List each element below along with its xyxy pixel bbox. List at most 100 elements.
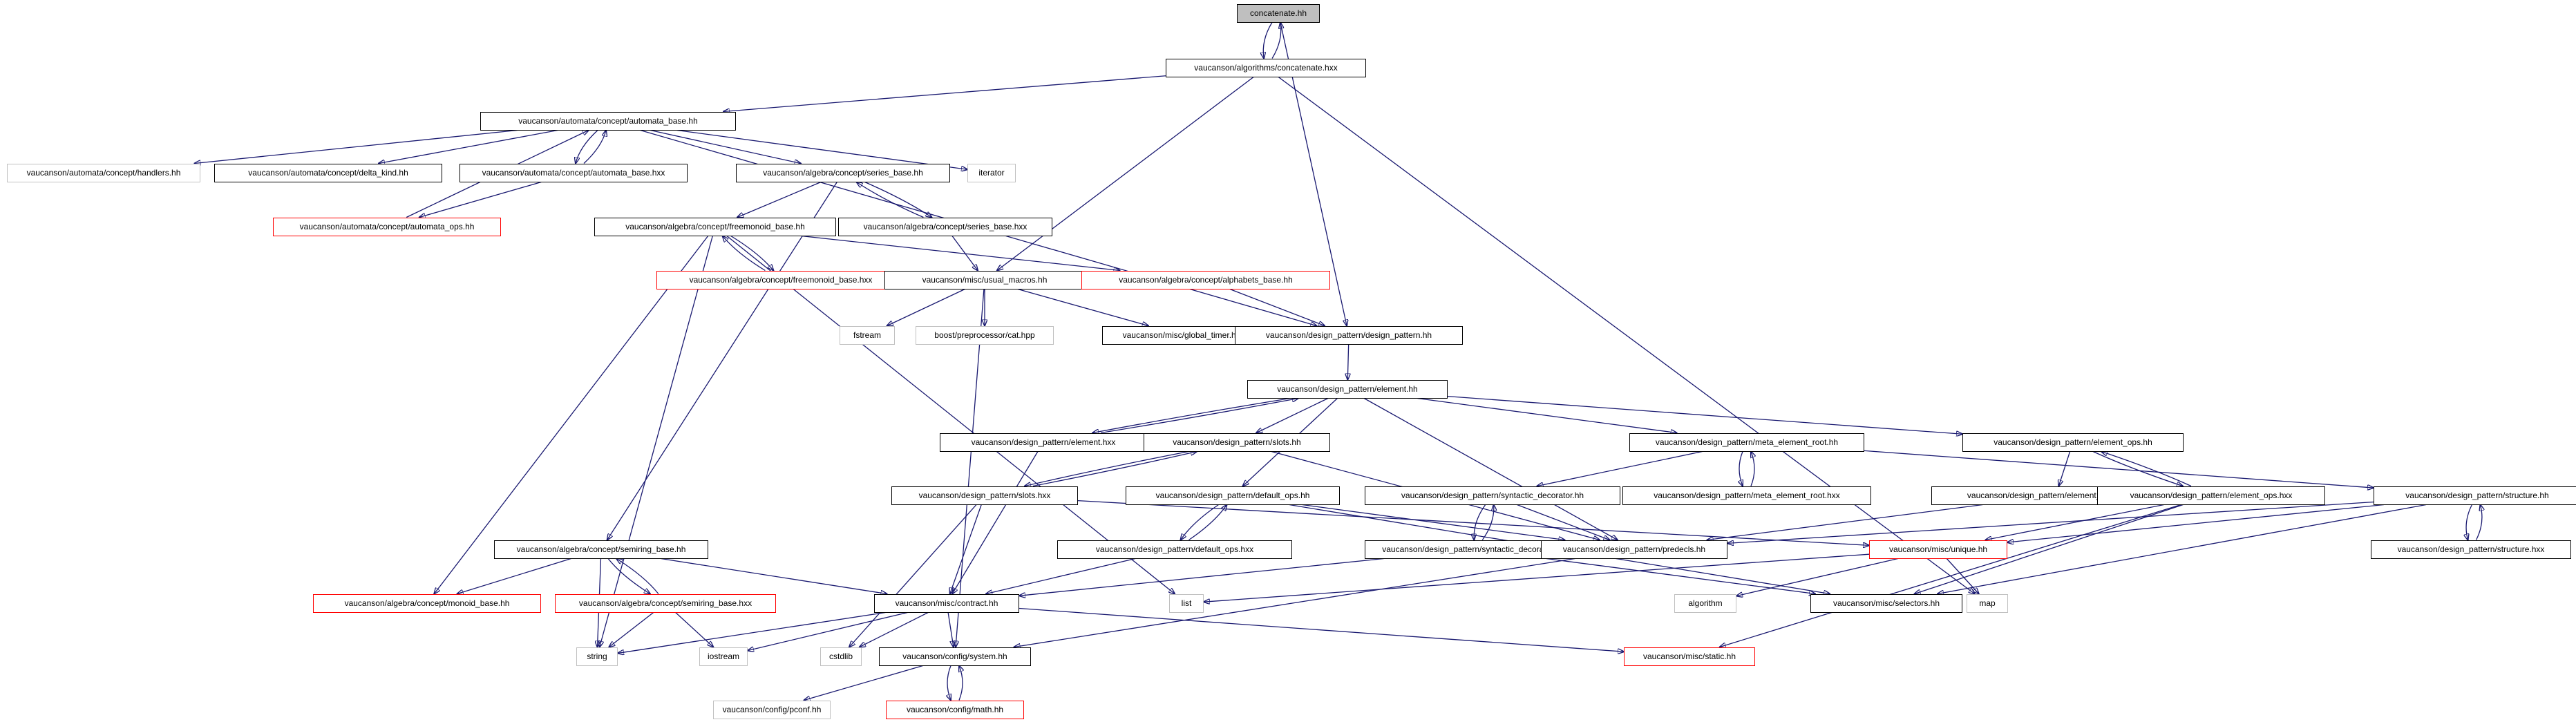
edge-n6-n9 bbox=[737, 181, 822, 218]
edge-n2-n4 bbox=[379, 129, 558, 164]
edge-n37-n43 bbox=[609, 611, 654, 647]
edge-n20-n23 bbox=[1025, 450, 1189, 486]
edge-n32-n25 bbox=[1481, 505, 1494, 540]
edge-n34-n42 bbox=[1946, 558, 1978, 594]
node-vaucanson-misc-global-timer-hh[interactable]: vaucanson/misc/global_timer.hh bbox=[1102, 325, 1261, 345]
edge-n9-n11 bbox=[730, 235, 774, 271]
edge-n1-n2 bbox=[723, 75, 1166, 112]
edge-n29-n34 bbox=[2007, 504, 2385, 543]
node-vaucanson-automata-concept-automata-ops-hh[interactable]: vaucanson/automata/concept/automata_ops.… bbox=[273, 217, 501, 236]
node-vaucanson-automata-concept-handlers-hh: vaucanson/automata/concept/handlers.hh bbox=[7, 163, 200, 182]
edge-n35-n29 bbox=[2475, 505, 2482, 540]
node-vaucanson-automata-concept-automata-base-hxx[interactable]: vaucanson/automata/concept/automata_base… bbox=[460, 163, 688, 182]
node-map: map bbox=[1967, 593, 2008, 613]
node-vaucanson-design-pattern-meta-element-root-hh[interactable]: vaucanson/design_pattern/meta_element_ro… bbox=[1629, 433, 1864, 452]
node-vaucanson-design-pattern-structure-hh[interactable]: vaucanson/design_pattern/structure.hh bbox=[2374, 486, 2576, 505]
node-vaucanson-design-pattern-element-hh[interactable]: vaucanson/design_pattern/element.hh bbox=[1247, 379, 1448, 399]
node-algorithm: algorithm bbox=[1674, 593, 1736, 613]
node-vaucanson-design-pattern-slots-hh[interactable]: vaucanson/design_pattern/slots.hh bbox=[1144, 433, 1330, 452]
edge-n25-n33 bbox=[1517, 504, 1609, 540]
edge-n25-n32 bbox=[1474, 504, 1486, 540]
node-vaucanson-misc-contract-hh[interactable]: vaucanson/misc/contract.hh bbox=[874, 593, 1019, 613]
edge-n46-n48 bbox=[804, 665, 923, 701]
node-vaucanson-algebra-concept-freemonoid-base-hh[interactable]: vaucanson/algebra/concept/freemonoid_bas… bbox=[594, 217, 836, 236]
node-vaucanson-algebra-concept-semiring-base-hxx[interactable]: vaucanson/algebra/concept/semiring_base.… bbox=[555, 593, 776, 613]
node-vaucanson-design-pattern-predecls-hh[interactable]: vaucanson/design_pattern/predecls.hh bbox=[1541, 540, 1727, 559]
edge-n29-n41 bbox=[1938, 504, 2427, 594]
node-vaucanson-algebra-concept-alphabets-base-hh[interactable]: vaucanson/algebra/concept/alphabets_base… bbox=[1081, 270, 1330, 289]
edge-n29-n33 bbox=[1727, 501, 2374, 544]
node-vaucanson-algebra-concept-series-base-hh[interactable]: vaucanson/algebra/concept/series_base.hh bbox=[736, 163, 950, 182]
node-fstream: fstream bbox=[840, 325, 895, 345]
edge-n2-n3 bbox=[194, 129, 518, 164]
node-vaucanson-config-pconf-hh: vaucanson/config/pconf.hh bbox=[713, 700, 831, 719]
edge-n10-n6 bbox=[857, 182, 924, 218]
node-vaucanson-algebra-concept-semiring-base-hh[interactable]: vaucanson/algebra/concept/semiring_base.… bbox=[494, 540, 708, 559]
edge-n33-n46 bbox=[1014, 558, 1575, 647]
edge-n26-n21 bbox=[1751, 452, 1754, 486]
node-vaucanson-algebra-concept-freemonoid-base-hxx[interactable]: vaucanson/algebra/concept/freemonoid_bas… bbox=[656, 270, 905, 289]
edge-n38-n43 bbox=[618, 611, 886, 654]
node-vaucanson-config-system-hh[interactable]: vaucanson/config/system.hh bbox=[879, 647, 1031, 666]
edge-n28-n34 bbox=[1985, 504, 2164, 540]
edge-n23-n38 bbox=[950, 504, 982, 594]
edge-n31-n38 bbox=[986, 558, 1136, 594]
node-vaucanson-design-pattern-element-ops-hxx[interactable]: vaucanson/design_pattern/element_ops.hxx bbox=[2097, 486, 2325, 505]
node-vaucanson-misc-usual-macros-hh[interactable]: vaucanson/misc/usual_macros.hh bbox=[884, 270, 1085, 289]
edge-n29-n35 bbox=[2466, 504, 2473, 540]
node-vaucanson-design-pattern-element-ops-hh[interactable]: vaucanson/design_pattern/element_ops.hh bbox=[1962, 433, 2184, 452]
edge-n13-n17 bbox=[1229, 288, 1325, 326]
node-iostream: iostream bbox=[699, 647, 748, 666]
node-cstdlib: cstdlib bbox=[820, 647, 862, 666]
edge-n38-n45 bbox=[860, 611, 929, 647]
edge-n28-n22 bbox=[2101, 452, 2192, 487]
edge-n22-n27 bbox=[2058, 451, 2071, 486]
edge-n12-n14 bbox=[887, 288, 965, 326]
edge-n18-n21 bbox=[1417, 397, 1676, 433]
node-vaucanson-design-pattern-default-ops-hh[interactable]: vaucanson/design_pattern/default_ops.hh bbox=[1126, 486, 1340, 505]
node-vaucanson-design-pattern-syntactic-decorator-hh[interactable]: vaucanson/design_pattern/syntactic_decor… bbox=[1365, 486, 1620, 505]
edge-n34-n39 bbox=[1204, 553, 1870, 602]
edge-n32-n38 bbox=[1019, 558, 1384, 596]
edge-n2-n6 bbox=[650, 129, 801, 164]
node-vaucanson-config-math-hh[interactable]: vaucanson/config/math.hh bbox=[886, 700, 1024, 719]
node-vaucanson-automata-concept-automata-base-hh[interactable]: vaucanson/automata/concept/automata_base… bbox=[480, 111, 736, 131]
node-concatenate-hh: concatenate.hh bbox=[1237, 3, 1320, 23]
edge-n21-n29 bbox=[1864, 450, 2374, 488]
edge-n18-n20 bbox=[1256, 397, 1329, 433]
node-list: list bbox=[1169, 593, 1204, 613]
node-vaucanson-misc-static-hh[interactable]: vaucanson/misc/static.hh bbox=[1624, 647, 1755, 666]
node-vaucanson-design-pattern-meta-element-root-hxx[interactable]: vaucanson/design_pattern/meta_element_ro… bbox=[1622, 486, 1871, 505]
edge-n23-n45 bbox=[849, 504, 977, 647]
edge-n0-n1 bbox=[1263, 22, 1273, 59]
edge-n27-n33 bbox=[1707, 504, 1983, 540]
node-vaucanson-design-pattern-structure-hxx[interactable]: vaucanson/design_pattern/structure.hxx bbox=[2371, 540, 2571, 559]
node-vaucanson-design-pattern-element-hxx[interactable]: vaucanson/design_pattern/element.hxx bbox=[940, 433, 1147, 452]
node-vaucanson-misc-selectors-hh[interactable]: vaucanson/misc/selectors.hh bbox=[1810, 593, 1962, 613]
node-vaucanson-algebra-concept-series-base-hxx[interactable]: vaucanson/algebra/concept/series_base.hx… bbox=[838, 217, 1052, 236]
node-vaucanson-algorithms-concatenate-hxx[interactable]: vaucanson/algorithms/concatenate.hxx bbox=[1166, 58, 1366, 77]
node-vaucanson-design-pattern-default-ops-hxx[interactable]: vaucanson/design_pattern/default_ops.hxx bbox=[1057, 540, 1292, 559]
node-vaucanson-misc-unique-hh[interactable]: vaucanson/misc/unique.hh bbox=[1869, 540, 2007, 559]
edge-n17-n18 bbox=[1347, 344, 1348, 380]
edge-n19-n18 bbox=[1101, 399, 1298, 434]
node-vaucanson-algebra-concept-monoid-base-hh[interactable]: vaucanson/algebra/concept/monoid_base.hh bbox=[313, 593, 541, 613]
edge-n9-n43 bbox=[600, 236, 713, 647]
edge-n24-n31 bbox=[1181, 504, 1219, 540]
node-string: string bbox=[576, 647, 618, 666]
edge-n12-n16 bbox=[1017, 288, 1148, 326]
edge-n11-n9 bbox=[723, 236, 766, 272]
edge-n1-n42 bbox=[1278, 76, 1975, 594]
edge-n23-n20 bbox=[1032, 452, 1197, 487]
edge-n30-n36 bbox=[457, 558, 571, 594]
node-vaucanson-automata-concept-delta-kind-hh[interactable]: vaucanson/automata/concept/delta_kind.hh bbox=[214, 163, 442, 182]
node-vaucanson-design-pattern-design-pattern-hh[interactable]: vaucanson/design_pattern/design_pattern.… bbox=[1235, 325, 1463, 345]
edge-n21-n26 bbox=[1739, 451, 1743, 486]
edge-n37-n44 bbox=[675, 612, 714, 647]
edge-n46-n49 bbox=[947, 665, 951, 701]
edge-n5-n2 bbox=[583, 131, 606, 164]
node-vaucanson-design-pattern-slots-hxx[interactable]: vaucanson/design_pattern/slots.hxx bbox=[891, 486, 1078, 505]
edge-n38-n44 bbox=[748, 611, 908, 651]
edge-n21-n25 bbox=[1537, 450, 1703, 486]
